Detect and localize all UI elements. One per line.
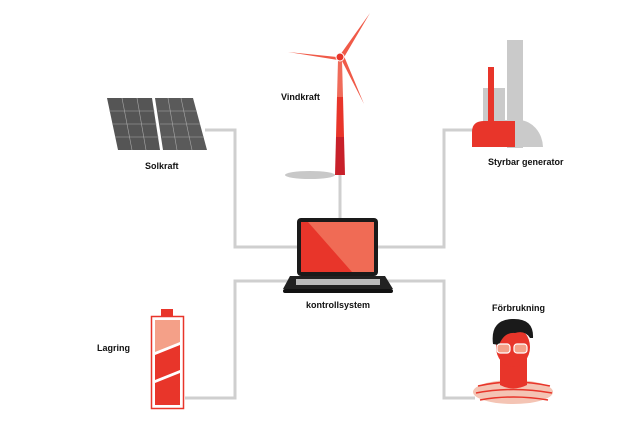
label-control-system: kontrollsystem (306, 300, 371, 310)
label-storage: Lagring (97, 343, 130, 353)
label-consumption: Förbrukning (492, 303, 545, 313)
battery-icon (150, 309, 185, 410)
label-solar: Solkraft (145, 161, 179, 171)
laptop-icon (283, 218, 393, 293)
label-wind: Vindkraft (281, 92, 320, 102)
wind-turbine-icon (285, 13, 370, 179)
person-icon (473, 318, 553, 404)
solar-panel-icon (107, 97, 207, 151)
power-plant-icon (472, 40, 543, 148)
label-generator: Styrbar generator (488, 157, 564, 167)
